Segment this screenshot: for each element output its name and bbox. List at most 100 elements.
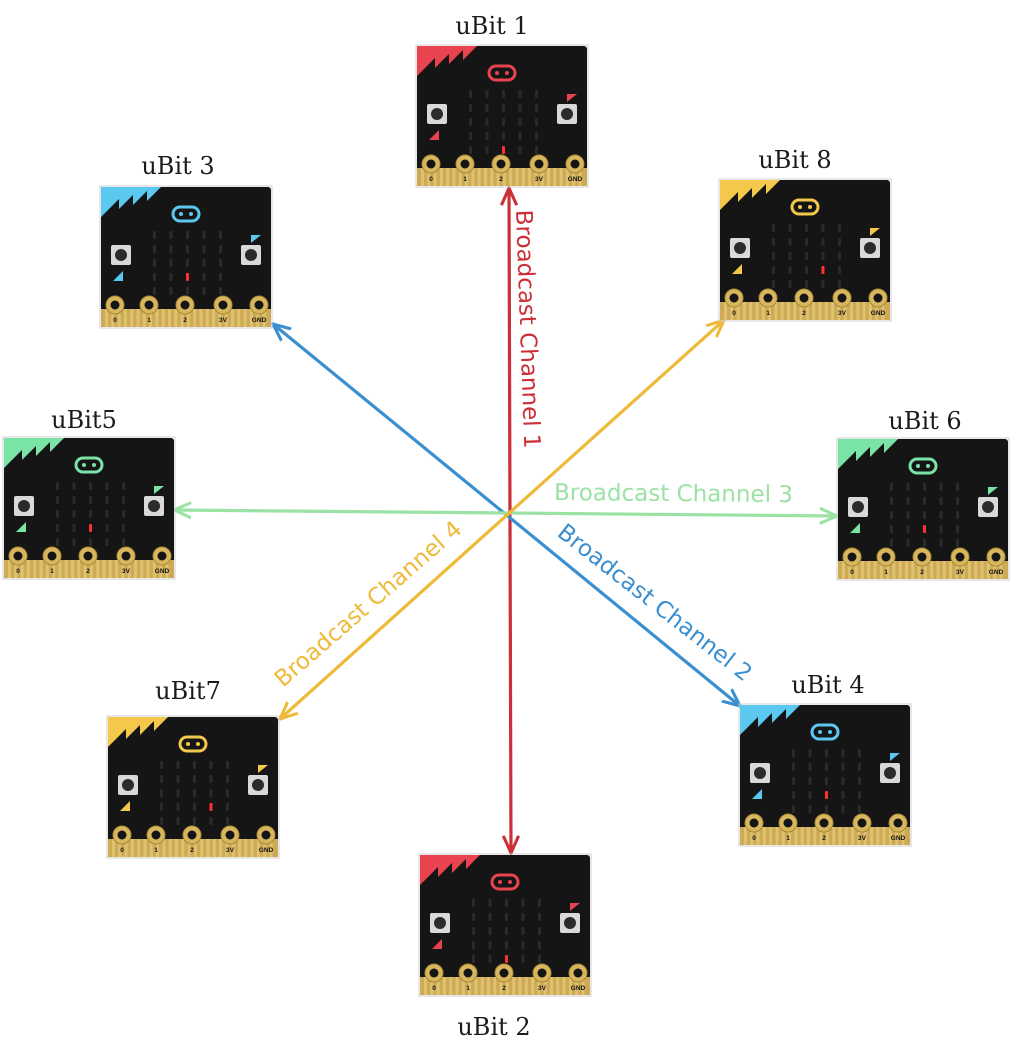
pin-label: 1 bbox=[50, 568, 54, 575]
button-a bbox=[111, 245, 131, 265]
channel-label-ch3: Broadcast Channel 3 bbox=[554, 480, 793, 508]
node-label-ubit4: uBit 4 bbox=[791, 671, 864, 699]
pin-label: 0 bbox=[429, 176, 433, 183]
pin-label: 2 bbox=[920, 569, 924, 576]
board-corner-accent bbox=[4, 438, 64, 468]
node-label-ubit8: uBit 8 bbox=[758, 146, 831, 174]
lit-led bbox=[89, 524, 92, 532]
pin-label: 3V bbox=[838, 310, 847, 317]
pin-label: 1 bbox=[766, 310, 770, 317]
pin-label: 2 bbox=[499, 176, 503, 183]
button-a bbox=[750, 763, 770, 783]
node-label-ubit7: uBit7 bbox=[155, 677, 221, 705]
button-a bbox=[427, 104, 447, 124]
board-corner-accent bbox=[838, 439, 898, 469]
pin-label: 0 bbox=[752, 835, 756, 842]
pin-label: 2 bbox=[183, 317, 187, 324]
pin-label: GND bbox=[155, 568, 170, 575]
board-corner-accent bbox=[420, 855, 480, 885]
pin-label: 0 bbox=[432, 985, 436, 992]
channel-label-ch1: Broadcast Channel 1 bbox=[510, 209, 544, 449]
pin-label: GND bbox=[571, 985, 586, 992]
microbit-logo-icon bbox=[74, 456, 104, 474]
pin-label: 2 bbox=[802, 310, 806, 317]
lit-led bbox=[505, 955, 508, 963]
board-corner-accent bbox=[101, 187, 161, 217]
pin-label: GND bbox=[568, 176, 583, 183]
channel-label-ch2: Broadcast Channel 2 bbox=[552, 519, 756, 687]
node-label-ubit2: uBit 2 bbox=[457, 1013, 530, 1041]
button-b bbox=[860, 238, 880, 258]
button-b bbox=[880, 763, 900, 783]
node-label-ubit6: uBit 6 bbox=[888, 407, 961, 435]
channel-label-ch4: Broadcast Channel 4 bbox=[270, 516, 467, 692]
pin-label: 1 bbox=[466, 985, 470, 992]
microbit-logo-icon bbox=[908, 457, 938, 475]
button-a bbox=[14, 496, 34, 516]
pin-label: GND bbox=[891, 835, 906, 842]
lit-led bbox=[502, 146, 505, 154]
microbit-logo-icon bbox=[790, 198, 820, 216]
pin-label: 3V bbox=[956, 569, 965, 576]
node-label-ubit5: uBit5 bbox=[51, 406, 117, 434]
pin-label: 2 bbox=[86, 568, 90, 575]
microbit-board-ubit2: 0 1 2 3V GND bbox=[418, 853, 592, 997]
button-b bbox=[978, 497, 998, 517]
pin-label: 1 bbox=[786, 835, 790, 842]
pin-label: 3V bbox=[219, 317, 228, 324]
pin-label: 1 bbox=[463, 176, 467, 183]
pin-label: GND bbox=[989, 569, 1004, 576]
pin-label: 0 bbox=[16, 568, 20, 575]
board-corner-accent bbox=[740, 705, 800, 735]
pin-label: 0 bbox=[113, 317, 117, 324]
lit-led bbox=[821, 266, 825, 274]
pin-label: 0 bbox=[120, 847, 124, 854]
pin-label: 2 bbox=[190, 847, 194, 854]
microbit-logo-icon bbox=[171, 205, 201, 223]
lit-led bbox=[825, 791, 828, 799]
pin-label: 0 bbox=[732, 310, 736, 317]
microbit-board-ubit3: 0 1 2 3V GND bbox=[99, 185, 273, 329]
button-a bbox=[118, 775, 138, 795]
microbit-logo-icon bbox=[178, 735, 208, 753]
pin-label: 2 bbox=[502, 985, 506, 992]
button-b bbox=[144, 496, 164, 516]
board-corner-accent bbox=[720, 180, 780, 210]
button-a bbox=[730, 238, 750, 258]
microbit-logo-icon bbox=[487, 64, 517, 82]
microbit-board-ubit1: 0 1 2 3V GND bbox=[415, 44, 589, 188]
pin-label: GND bbox=[252, 317, 267, 324]
microbit-board-ubit5: 0 1 2 3V GND bbox=[2, 436, 176, 580]
board-corner-accent bbox=[108, 717, 168, 747]
channel-lines bbox=[174, 188, 837, 853]
pin-label: GND bbox=[259, 847, 274, 854]
button-a bbox=[848, 497, 868, 517]
lit-led bbox=[186, 273, 189, 281]
button-b bbox=[560, 913, 580, 933]
boards: 0 1 2 3V GND 0 1 2 3V GND 0 1 2 3V GND 0 1 2 3V GND 0 1 2 3V GND… bbox=[2, 44, 1010, 997]
button-b bbox=[241, 245, 261, 265]
microbit-logo-icon bbox=[490, 873, 520, 891]
microbit-board-ubit7: 0 1 2 3V GND bbox=[106, 715, 280, 859]
pin-label: 0 bbox=[850, 569, 854, 576]
pin-label: 2 bbox=[822, 835, 826, 842]
lit-led bbox=[209, 803, 213, 811]
pin-label: 3V bbox=[858, 835, 867, 842]
pin-label: GND bbox=[871, 310, 886, 317]
pin-label: 1 bbox=[147, 317, 151, 324]
microbit-board-ubit6: 0 1 2 3V GND bbox=[836, 437, 1010, 581]
lit-led bbox=[923, 525, 926, 533]
pin-label: 3V bbox=[122, 568, 131, 575]
pin-label: 1 bbox=[884, 569, 888, 576]
pin-label: 3V bbox=[535, 176, 544, 183]
microbit-logo-icon bbox=[810, 723, 840, 741]
pin-label: 1 bbox=[154, 847, 158, 854]
button-b bbox=[248, 775, 268, 795]
pin-label: 3V bbox=[226, 847, 235, 854]
button-b bbox=[557, 104, 577, 124]
pin-label: 3V bbox=[538, 985, 547, 992]
button-a bbox=[430, 913, 450, 933]
node-label-ubit3: uBit 3 bbox=[141, 152, 214, 180]
board-corner-accent bbox=[417, 46, 477, 76]
